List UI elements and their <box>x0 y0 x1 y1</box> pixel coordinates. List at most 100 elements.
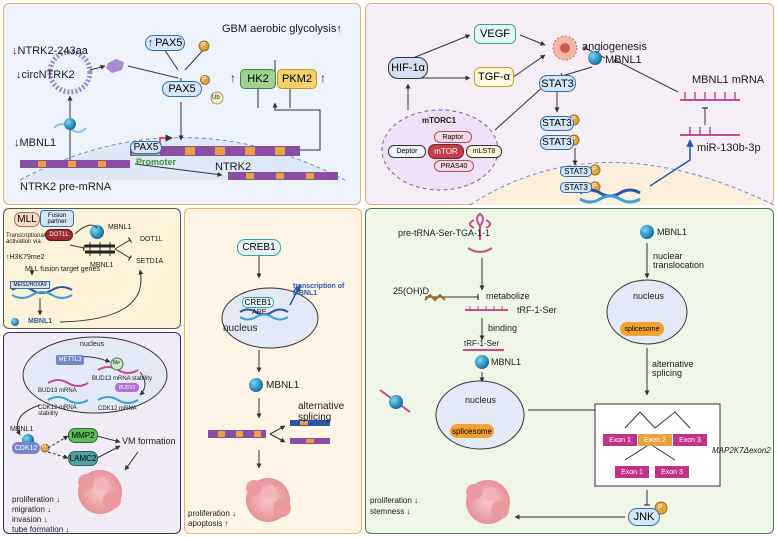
alternative-splicing-label-e: alternative splicing <box>652 359 694 379</box>
mll-target-genes-label: MLL fusion target genes <box>25 266 100 273</box>
phospho-label-b1: P <box>571 116 576 123</box>
tube-formation-label-f: tube formation ↓ <box>12 525 70 534</box>
pkm2-up-arrow: ↑ <box>320 71 326 85</box>
hk2-up-arrow: ↑ <box>230 71 236 85</box>
nucleus-label-e-right: nucleus <box>633 291 665 301</box>
creb1-small-box: CREB1 <box>242 297 274 308</box>
hk2-box: HK2 <box>240 69 276 89</box>
mbnl1-label-f: MBNL1 <box>10 426 34 433</box>
vm-formation-label: VM formation <box>122 436 176 446</box>
mbnl1-label-d: MBNL1 <box>266 380 300 391</box>
mll-box: MLL <box>14 212 40 227</box>
mbnl1-label-e-left: MBNL1 <box>491 357 522 367</box>
mir130b-label: miR-130b-3p <box>697 142 761 154</box>
phospho-label-e: P <box>658 504 663 511</box>
methylation-label: Me <box>113 360 120 366</box>
glycolysis-label: GBM aerobic glycolysis↑ <box>222 23 342 35</box>
stemness-label-e: stemness ↓ <box>370 507 411 516</box>
invasion-label-f: invasion ↓ <box>12 515 48 524</box>
phospho-label-f: P <box>42 444 47 450</box>
proliferation-label-d: proliferation ↓ <box>188 509 237 518</box>
bud13-mrna-label: BUD13 mRNA <box>38 388 77 394</box>
exon3-box: Exon 3 <box>673 434 707 446</box>
vegf-box: VEGF <box>474 24 516 44</box>
bud13-box: BUD13 <box>115 383 139 392</box>
lamc2-box: LAMC2 <box>68 451 98 466</box>
mbnl1-label-a: ↓MBNL1 <box>14 137 57 149</box>
pkm2-box: PKM2 <box>277 69 317 89</box>
pax5-box-promoter: PAX5 <box>130 141 162 154</box>
ntrk2-243aa-label: ↓NTRK2-243aa <box>12 45 88 57</box>
metabolize-label: metabolize <box>486 291 530 301</box>
tgf-alpha-box: TGF-α <box>474 67 514 87</box>
splicesome-right: splicesome <box>620 322 664 336</box>
pax5-box-mid: PAX5 <box>162 81 202 97</box>
vitamin-d-label: 25(OH)D <box>393 286 430 296</box>
binding-label: binding <box>488 323 518 333</box>
exon1-box: Exon 1 <box>603 434 637 446</box>
stat3-box-5: STAT3 <box>560 182 592 193</box>
pax5-box-top: ↑PAX5 <box>145 35 185 51</box>
phospho-label-a1: P <box>201 42 206 49</box>
angiogenesis-label: angiogenesis <box>582 41 647 53</box>
bud13-stability-label: BUD13 mRNA stability <box>92 376 153 382</box>
fusion-partner-box: Fusion partner <box>40 210 74 227</box>
phospho-label-b4: P <box>592 183 597 190</box>
transcriptional-activation-label: Transcriptional activation via <box>6 233 46 246</box>
cdk12-box: CDK12 <box>12 442 40 454</box>
mbnl1-label-c-mid: MBNL1 <box>90 262 114 269</box>
pax5-top-label: PAX5 <box>155 37 183 49</box>
proliferation-label-e: proliferation ↓ <box>370 496 419 505</box>
cdk12-mrna-label: CDK12 mRNA <box>98 406 137 412</box>
meis1-hoxa9-box: MEIS1/HOXA9 <box>10 281 50 289</box>
mbnl1-label-c-top: MBNL1 <box>108 224 132 231</box>
creb1-box: CREB1 <box>237 239 281 256</box>
jnk-box: JNK <box>628 508 660 526</box>
mbnl1-mrna-label: MBNL1 mRNA <box>692 74 765 86</box>
phospho-label-b2: P <box>571 136 576 143</box>
h3k79me2-label: ↑H3K79me2 <box>6 254 45 261</box>
dot1l-label-c: DOT1L <box>140 236 163 243</box>
setd1a-label: SETD1A <box>136 258 164 265</box>
hk2-label: HK2 <box>247 73 269 85</box>
deptor-box: Deptor <box>388 145 426 158</box>
migration-label-f: migration ↓ <box>12 505 52 514</box>
circntrk2-label: ↓circNTRK2 <box>16 69 75 81</box>
exon1-box-spliced: Exon 1 <box>615 466 649 478</box>
ubiquitin-label: Ub <box>212 95 220 101</box>
pre-trna-label: pre-tRNA-Ser-TGA-1-1 <box>398 228 491 238</box>
exon2-box: Exon 2 <box>638 434 672 446</box>
are-label: ARE <box>252 309 267 316</box>
map2k7-label: MAP2K7Δexon2 <box>712 446 771 455</box>
exon3-box-spliced: Exon 3 <box>655 466 689 478</box>
phospho-label-b3: P <box>592 166 597 173</box>
apoptosis-label-d: apoptosis ↑ <box>188 519 229 528</box>
hif1a-box: HIF-1α <box>388 57 428 79</box>
transcription-mbnl1-label: transcription of MBNL1 <box>293 283 345 298</box>
dot1l-box: DOT1L <box>45 229 73 241</box>
mettl3-box: METTL3 <box>56 355 84 365</box>
raptor-box: Raptor <box>434 131 472 143</box>
phospho-label-a2: P <box>202 76 207 83</box>
promoter-label: Promoter <box>136 157 177 167</box>
nucleus-label-e-left: nucleus <box>465 395 497 405</box>
nuclear-translocation-label: nuclear translocation <box>653 251 705 271</box>
alternative-splicing-label-d: alternative splicing <box>298 401 345 423</box>
nucleus-label-f: nucleus <box>80 341 105 348</box>
mlst8-box: mLST8 <box>466 145 502 158</box>
mtor-box: mTOR <box>428 144 464 159</box>
proliferation-label-f: proliferation ↓ <box>12 495 61 504</box>
trf-1-ser-label-2: tRF-1-Ser <box>464 339 500 348</box>
mbnl1-label-c-bottom: MBNL1 <box>28 318 53 325</box>
cdk12-stability-label: CDK12 mRNA stability <box>38 405 77 418</box>
mmp2-box: MMP2 <box>68 428 98 443</box>
mbnl1-label-e-right: MBNL1 <box>657 227 688 237</box>
mbnl1-label-b: MBNL1 <box>605 54 642 66</box>
stat3-box-3: STAT3 <box>540 135 574 150</box>
pras40-box: PRAS40 <box>434 160 474 172</box>
splicesome-left: splicesome <box>450 424 494 438</box>
nucleus-label-d: nucleus <box>223 323 258 334</box>
ntrk2-pre-mrna-label: NTRK2 pre-mRNA <box>20 181 112 193</box>
stat3-box-1: STAT3 <box>539 75 576 92</box>
stat3-box-2: STAT3 <box>540 116 574 131</box>
